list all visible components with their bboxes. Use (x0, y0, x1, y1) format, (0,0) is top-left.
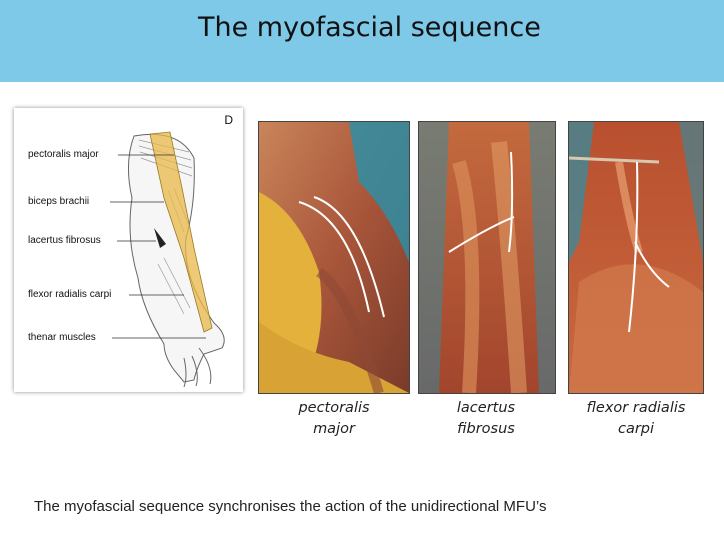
caption-photo-3: flexor radialis carpi (574, 398, 698, 440)
caption-line: pectoralis (298, 400, 370, 416)
caption-line: carpi (617, 421, 655, 437)
caption-line: fibrosus (457, 421, 515, 437)
caption-line: flexor radialis (586, 400, 686, 416)
label-pectoralis-major: pectoralis major (28, 149, 99, 160)
dissection-photo-pectoralis (258, 121, 410, 394)
caption-line: major (313, 421, 355, 437)
label-flexor-radialis-carpi: flexor radialis carpi (28, 289, 112, 300)
slide-title: The myofascial sequence (198, 12, 541, 43)
caption-photo-2: lacertus fibrosus (440, 398, 532, 440)
caption-photo-1: pectoralis major (288, 398, 380, 440)
arm-diagram: D pectoralis major biceps brachii lacert… (14, 108, 243, 392)
dissection-photo-flexor (568, 121, 704, 394)
footer-statement: The myofascial sequence synchronises the… (34, 498, 547, 515)
label-thenar-muscles: thenar muscles (28, 332, 96, 343)
arm-illustration (110, 131, 225, 388)
caption-line: lacertus (456, 400, 516, 416)
title-banner (0, 0, 724, 82)
panel-letter: D (224, 113, 233, 127)
label-biceps-brachii: biceps brachii (28, 196, 90, 207)
dissection-photo-lacertus (418, 121, 556, 394)
label-lacertus-fibrosus: lacertus fibrosus (28, 235, 101, 246)
